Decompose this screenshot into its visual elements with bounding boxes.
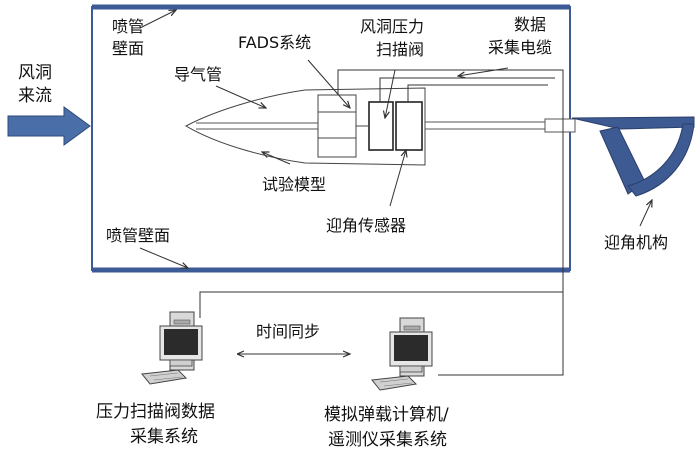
pc-right-stand [399, 365, 423, 373]
pc-left-stand [169, 359, 193, 367]
inflow-label-2: 来流 [18, 86, 52, 106]
leader-pressure-tube [215, 85, 266, 108]
data-cable-label-2: 采集电缆 [488, 38, 552, 57]
time-sync-label: 时间同步 [256, 322, 320, 341]
pressure-tube-label: 导气管 [174, 65, 222, 84]
data-cable-label-1: 数据 [514, 15, 546, 34]
model-body [184, 87, 426, 166]
test-model [184, 87, 426, 166]
cable-left [199, 69, 564, 318]
pc-left-tower-slot [173, 319, 191, 325]
sting-adapter [544, 118, 576, 133]
leader-fads [307, 59, 350, 108]
data-cable [199, 69, 564, 376]
leader-scan-valve [385, 69, 396, 118]
cable-to-right-pc [438, 292, 564, 376]
pc-right-tower-slot [403, 325, 421, 331]
leader-test-model-a [262, 152, 291, 165]
aoa-mechanism-label: 迎角机构 [604, 233, 668, 252]
nozzle-wall-top-label-2: 壁面 [112, 39, 144, 58]
aoa-sensor-label: 迎角传感器 [326, 216, 406, 235]
scan-valve-label-1: 风洞压力 [360, 17, 424, 36]
pc-right-label-2: 遥测仪采集系统 [328, 430, 447, 450]
fads-system-label: FADS系统 [238, 33, 311, 52]
leader-lines [139, 10, 652, 268]
cable-right [407, 84, 548, 102]
pc-left-key-row [149, 372, 179, 377]
pc-right-key-row-2 [383, 382, 413, 387]
leader-aoa-mechanism [639, 200, 652, 227]
pc-right-key-row [379, 378, 409, 383]
sting [425, 118, 576, 133]
pc-right-label-1: 模拟弹载计算机/ [324, 405, 449, 425]
leader-data-cable [458, 67, 509, 76]
aoa-sensor-box [395, 101, 423, 151]
nozzle-wall-top-label-1: 喷管 [112, 17, 144, 36]
pc-right-screen [394, 335, 428, 361]
pc-left-key-row-2 [153, 376, 183, 381]
desktop-computer-icon [141, 311, 203, 385]
fads-module [317, 94, 357, 158]
scan-valve-box [368, 101, 394, 151]
inflow-label-1: 风洞 [18, 63, 52, 83]
cable-mid [379, 77, 555, 102]
mechanism-arm [571, 116, 695, 130]
leader-aoa-sensor [389, 150, 406, 207]
leader-nozzle-bottom [139, 247, 188, 268]
nozzle-wall-bottom-label: 喷管壁面 [106, 226, 170, 245]
pc-left-screen [164, 329, 198, 355]
leader-nozzle-top [139, 10, 176, 29]
aoa-mechanism [571, 116, 695, 197]
right-arrow-icon [7, 106, 91, 146]
mechanism-arc [627, 123, 695, 197]
scan-valve-label-2: 扫描阀 [376, 40, 424, 59]
pc-left-label-2: 采集系统 [130, 427, 198, 447]
test-section [91, 4, 571, 273]
desktop-computer-icon [371, 317, 433, 391]
pc-left-label-1: 压力扫描阀数据 [96, 402, 215, 422]
test-model-label: 试验模型 [262, 175, 326, 194]
